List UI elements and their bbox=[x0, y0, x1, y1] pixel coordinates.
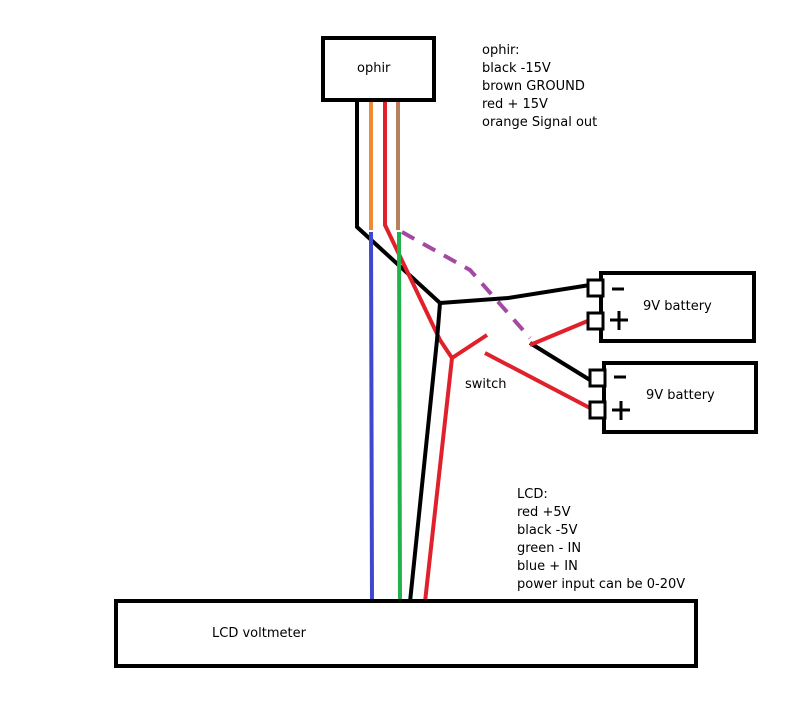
lcd-notes-title: LCD: bbox=[517, 487, 548, 502]
lcd-box bbox=[114, 599, 698, 668]
green-signal-wire bbox=[397, 231, 402, 603]
ophir-red-wire bbox=[383, 102, 454, 360]
lcd-note-line: red +5V bbox=[517, 505, 571, 520]
battery-top-plus-terminal bbox=[586, 311, 605, 331]
ophir-notes-title: ophir: bbox=[482, 43, 520, 58]
ophir-note-line: orange Signal out bbox=[482, 115, 598, 130]
battery-bottom-label: 9V battery bbox=[646, 388, 715, 403]
battery-top-plus-wire bbox=[529, 318, 591, 347]
battery-top-box bbox=[599, 271, 756, 343]
battery-bottom-plus-wire bbox=[484, 351, 591, 410]
blue-signal-wire bbox=[369, 231, 374, 603]
ophir-note-line: red + 15V bbox=[482, 97, 548, 112]
ophir-note-line: brown GROUND bbox=[482, 79, 585, 94]
lcd-note-line: blue + IN bbox=[517, 559, 578, 574]
lcd-note-line: green - IN bbox=[517, 541, 582, 556]
lcd-label: LCD voltmeter bbox=[212, 626, 306, 641]
battery-bottom-minus-terminal bbox=[588, 368, 607, 388]
lcd-note-line: black -5V bbox=[517, 523, 578, 538]
battery-bottom-plus-terminal bbox=[588, 400, 607, 420]
black-to-lcd-wire bbox=[408, 302, 442, 603]
ground-dashed-wire bbox=[401, 230, 532, 340]
lcd-note-line: power input can be 0-20V bbox=[517, 577, 686, 592]
ophir-box bbox=[321, 36, 436, 102]
lcd-notes: LCD: red +5V black -5V green - IN blue +… bbox=[517, 486, 685, 594]
ophir-notes: ophir: black -15V brown GROUND red + 15V… bbox=[482, 42, 597, 132]
black-junction-wire bbox=[439, 283, 591, 305]
battery-top-label: 9V battery bbox=[643, 299, 712, 314]
ophir-label: ophir bbox=[357, 61, 391, 76]
switch-lever bbox=[450, 333, 489, 360]
battery-top-minus-terminal bbox=[586, 278, 605, 298]
battery-series-black-wire bbox=[528, 341, 592, 382]
switch-label: switch bbox=[465, 377, 507, 392]
battery-bottom-box bbox=[602, 361, 758, 434]
red-to-lcd-wire bbox=[423, 357, 454, 603]
ophir-note-line: black -15V bbox=[482, 61, 551, 76]
